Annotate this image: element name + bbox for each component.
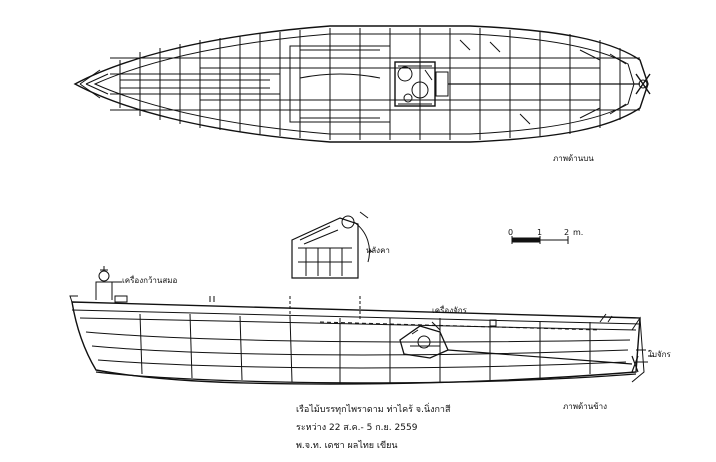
caption-line-3: พ.จ.ท. เดชา ผลไทย เขียน [296,441,398,451]
scale-unit: m. [573,228,584,237]
propeller-label: ใบจักร [648,350,671,359]
caption-line-2: ระหว่าง 22 ส.ค.- 5 ก.ย. 2559 [296,423,418,433]
side-view-label: ภาพด้านข้าง [563,402,608,411]
winch-label: เครื่องกว้านสมอ [122,276,178,285]
scale-two: 2 [564,228,570,237]
scale-one: 1 [537,228,543,237]
roof-label: หลังคา [366,246,390,255]
engine-label: เครื่องจักร [432,306,467,315]
top-view-label: ภาพด้านบน [553,154,594,163]
caption-line-1: เรือไม้บรรทุกไพราดาม ท่าไคร้ จ.นิ่งกาสี [296,405,451,415]
scale-zero: 0 [508,228,514,237]
